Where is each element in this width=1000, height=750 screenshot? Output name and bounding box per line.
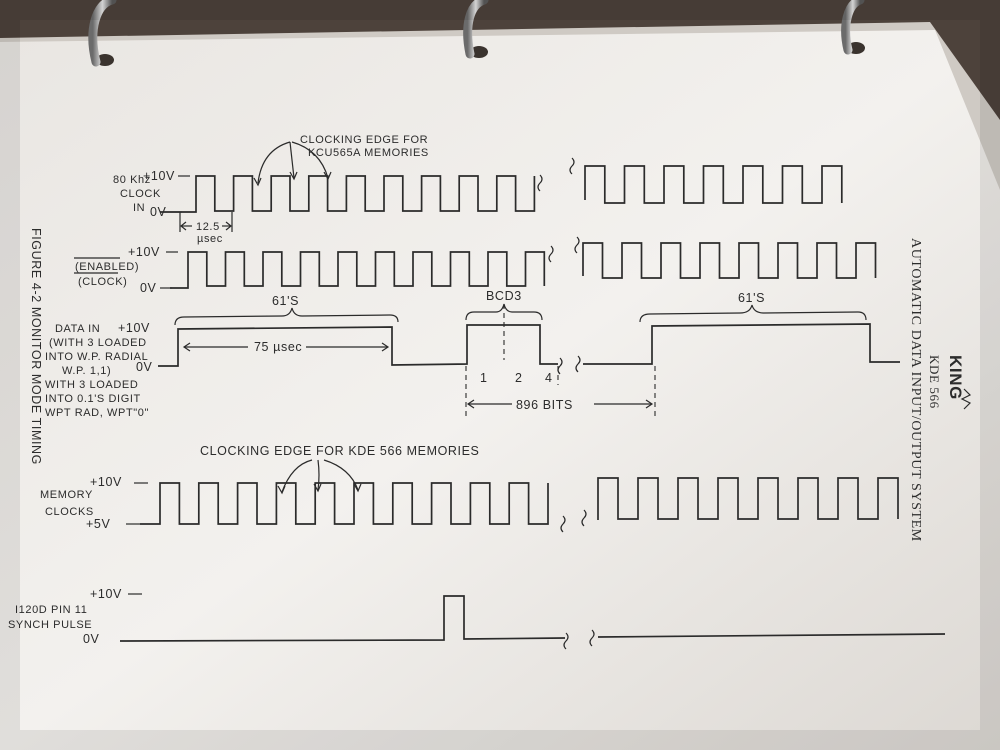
data-in-label-1: DATA IN xyxy=(55,323,100,335)
bcd-label: BCD3 xyxy=(486,289,522,303)
clock-in-low-label: 0V xyxy=(150,205,167,219)
data-in-high-label: +10V xyxy=(118,321,150,335)
crown-icon xyxy=(960,388,972,410)
header-block: AUTOMATIC DATA INPUT/OUTPUT SYSTEM KDE 5… xyxy=(908,238,972,542)
kde-edge-label: CLOCKING EDGE FOR KDE 566 MEMORIES xyxy=(200,444,479,458)
data-in-label-4: W.P. 1,1) xyxy=(62,365,111,377)
memory-clocks-label-2: CLOCKS xyxy=(45,506,94,518)
ones-right-label: 61'S xyxy=(738,291,765,305)
memory-clocks-high-label: +10V xyxy=(90,475,122,489)
memory-clocks-low-label: +5V xyxy=(86,517,110,531)
ones-right-brace xyxy=(639,304,867,323)
kcu-edge-label-1: CLOCKING EDGE FOR xyxy=(300,134,428,146)
interval-75-label: 75 µsec xyxy=(254,340,302,354)
signal-enabled-clock: +10V (ENABLED) (CLOCK) 0V xyxy=(74,236,877,295)
synch-low-label: 0V xyxy=(83,632,100,646)
period-unit: µsec xyxy=(197,233,223,245)
model-number: KDE 566 xyxy=(927,355,942,409)
memory-clocks-waveform xyxy=(140,477,899,525)
clock-in-label-1: 80 Khz xyxy=(113,174,151,186)
interval-bits-label: 896 BITS xyxy=(516,398,573,412)
synch-high-label: +10V xyxy=(90,587,122,601)
data-in-label-2: (WITH 3 LOADED xyxy=(49,337,147,349)
break-mark xyxy=(569,157,575,175)
system-title: AUTOMATIC DATA INPUT/OUTPUT SYSTEM xyxy=(908,238,923,542)
data-in-label-6: INTO 0.1'S DIGIT xyxy=(45,393,141,405)
binder-rings xyxy=(88,0,865,67)
ones-left-brace xyxy=(174,307,399,326)
clock-in-high-label: +10V xyxy=(143,169,175,183)
bit-2-label: 2 xyxy=(515,371,523,385)
enabled-clock-low-label: 0V xyxy=(140,281,157,295)
data-in-annotations: 61'S 75 µsec BCD3 1 2 4 896 BITS 61'S xyxy=(174,289,867,420)
memory-clocks-label-1: MEMORY xyxy=(40,489,93,501)
kcu-edge-label-2: KCU565A MEMORIES xyxy=(308,147,429,159)
data-in-label-3: INTO W.P. RADIAL xyxy=(45,351,148,363)
ones-left-label: 61'S xyxy=(272,294,299,308)
kde-clock-edge-annotation: CLOCKING EDGE FOR KDE 566 MEMORIES xyxy=(200,444,479,495)
paper-sheet xyxy=(0,30,1000,750)
brand-logo: KING xyxy=(946,355,965,400)
data-in-low-label: 0V xyxy=(136,360,153,374)
clock-in-label-2: CLOCK xyxy=(120,188,161,200)
enabled-clock-high-label: +10V xyxy=(128,245,160,259)
synch-label-2: SYNCH PULSE xyxy=(8,619,92,631)
kcu-clock-edge-annotation: CLOCKING EDGE FOR KCU565A MEMORIES xyxy=(253,134,429,187)
enabled-clock-label-2: (CLOCK) xyxy=(78,276,127,288)
data-in-waveform xyxy=(158,324,558,367)
break-mark xyxy=(537,174,543,192)
bit-1-label: 1 xyxy=(480,371,488,385)
enabled-clock-label-1: (ENABLED) xyxy=(75,261,139,273)
period-value: 12.5 xyxy=(196,221,220,233)
data-in-label-7: WPT RAD, WPT"0" xyxy=(45,407,149,419)
data-in-label-5: WITH 3 LOADED xyxy=(45,379,138,391)
synch-pulse-waveform xyxy=(119,595,566,642)
clock-in-waveform xyxy=(160,165,843,213)
signal-synch-pulse: +10V I120D PIN 11 SYNCH PULSE 0V xyxy=(8,587,946,650)
signal-memory-clocks: +10V MEMORY CLOCKS +5V xyxy=(40,475,899,533)
period-annotation: 12.5 µsec xyxy=(179,212,233,245)
synch-label-1: I120D PIN 11 xyxy=(15,604,87,616)
signal-clock-in: 80 Khz CLOCK IN +10V 0V xyxy=(113,157,843,219)
clock-in-label-3: IN xyxy=(133,202,145,214)
enabled-clock-waveform xyxy=(170,242,877,289)
bit-4-label: 4 xyxy=(545,371,553,385)
figure-caption: FIGURE 4-2 MONITOR MODE TIMING xyxy=(29,228,43,465)
signal-data-in: DATA IN (WITH 3 LOADED INTO W.P. RADIAL … xyxy=(45,321,900,419)
